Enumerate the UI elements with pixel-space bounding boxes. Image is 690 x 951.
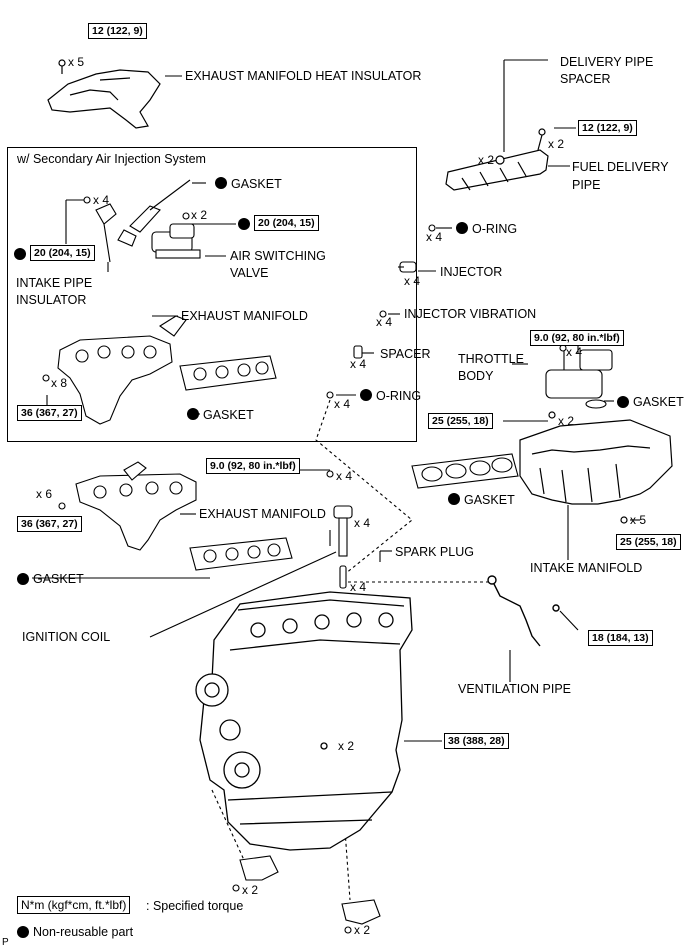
qty-o-ring-2: x 4 (334, 397, 351, 411)
qty-bracket-1: x 2 (242, 883, 259, 897)
nonreusable-marker (360, 389, 372, 401)
label-gasket-inner: GASKET (203, 408, 254, 422)
qty-coil-bolt: x 4 (336, 469, 353, 483)
qty-delivery-spacer: x 2 (478, 153, 495, 167)
qty-air-nut: x 4 (93, 193, 110, 207)
torque-engine: 38 (388, 28) (444, 733, 509, 749)
label-air-switching-valve-1: AIR SWITCHING (230, 249, 326, 263)
qty-spark-plug: x 4 (350, 580, 367, 594)
secondary-air-injection-box (7, 147, 417, 442)
qty-coil: x 4 (354, 516, 371, 530)
torque-ventilation: 18 (184, 13) (588, 630, 653, 646)
torque-throttle: 9.0 (92, 80 in.*lbf) (530, 330, 624, 346)
label-o-ring-1: O-RING (472, 222, 518, 236)
label-delivery-pipe-spacer-1: DELIVERY PIPE (560, 55, 654, 69)
label-injector-vibration: INJECTOR VIBRATION (404, 307, 537, 321)
torque-intake-bottom: 25 (255, 18) (616, 534, 681, 550)
legend-torque-box: N*m (kgf*cm, ft.*lbf) (17, 896, 131, 914)
qty-heat-insulator-bolt: x 5 (68, 55, 85, 69)
torque-fuel-pipe: 12 (122, 9) (578, 120, 637, 136)
legend-nonreusable-dot (17, 926, 29, 938)
qty-air-valve: x 2 (191, 208, 208, 222)
corner-mark: P (2, 937, 9, 948)
label-gasket-top: GASKET (231, 177, 282, 191)
label-spacer: SPACER (380, 347, 431, 361)
label-intake-pipe-insulator-1: INTAKE PIPE (16, 276, 93, 290)
qty-engine-bolt: x 2 (338, 739, 355, 753)
qty-injector-vibration: x 4 (376, 315, 393, 329)
label-exhaust-manifold-inner: EXHAUST MANIFOLD (181, 309, 308, 323)
torque-inner-exhaust: 36 (367, 27) (17, 405, 82, 421)
label-o-ring-2: O-RING (376, 389, 422, 403)
qty-inner-exhaust: x 8 (51, 376, 68, 390)
secondary-air-title: w/ Secondary Air Injection System (17, 152, 206, 166)
legend-torque-text: : Specified torque (146, 899, 244, 913)
label-gasket-exhaust: GASKET (33, 572, 84, 586)
legend-nonreusable-text: Non-reusable part (33, 925, 134, 939)
label-spark-plug: SPARK PLUG (395, 545, 474, 559)
label-gasket-throttle: GASKET (633, 395, 684, 409)
qty-intake-nut: x 2 (558, 414, 575, 428)
nonreusable-marker (187, 408, 199, 420)
label-ignition-coil: IGNITION COIL (22, 630, 111, 644)
label-intake-pipe-insulator-2: INSULATOR (16, 293, 87, 307)
nonreusable-marker (448, 493, 460, 505)
qty-injector: x 4 (404, 274, 421, 288)
label-exhaust-manifold-outer: EXHAUST MANIFOLD (199, 507, 326, 521)
nonreusable-marker (238, 218, 250, 230)
label-throttle-body-1: THROTTLE (458, 352, 524, 366)
torque-outer-exhaust: 36 (367, 27) (17, 516, 82, 532)
label-fuel-delivery-pipe-1: FUEL DELIVERY (572, 160, 669, 174)
label-delivery-pipe-spacer-2: SPACER (560, 72, 611, 86)
torque-intake-top: 25 (255, 18) (428, 413, 493, 429)
label-exhaust-heat-insulator: EXHAUST MANIFOLD HEAT INSULATOR (185, 69, 422, 83)
nonreusable-marker (617, 396, 629, 408)
nonreusable-marker (14, 248, 26, 260)
qty-outer-exhaust: x 6 (36, 487, 53, 501)
label-throttle-body-2: BODY (458, 369, 494, 383)
label-fuel-delivery-pipe-2: PIPE (572, 178, 601, 192)
label-intake-manifold: INTAKE MANIFOLD (530, 561, 643, 575)
torque-air-valve: 20 (204, 15) (254, 215, 319, 231)
label-ventilation-pipe: VENTILATION PIPE (458, 682, 571, 696)
qty-intake-bolt: x 5 (630, 513, 647, 527)
label-air-switching-valve-2: VALVE (230, 266, 269, 280)
qty-fuel-pipe-bolt: x 2 (548, 137, 565, 151)
qty-spacer: x 4 (350, 357, 367, 371)
label-gasket-intake: GASKET (464, 493, 515, 507)
label-injector: INJECTOR (440, 265, 503, 279)
qty-bracket-2: x 2 (354, 923, 371, 937)
torque-air-pipe: 20 (204, 15) (30, 245, 95, 261)
torque-coil: 9.0 (92, 80 in.*lbf) (206, 458, 300, 474)
qty-throttle: x 4 (566, 345, 583, 359)
qty-o-ring-1: x 4 (426, 230, 443, 244)
nonreusable-marker (456, 222, 468, 234)
nonreusable-marker (215, 177, 227, 189)
torque-heat-insulator: 12 (122, 9) (88, 23, 147, 39)
nonreusable-marker (17, 573, 29, 585)
